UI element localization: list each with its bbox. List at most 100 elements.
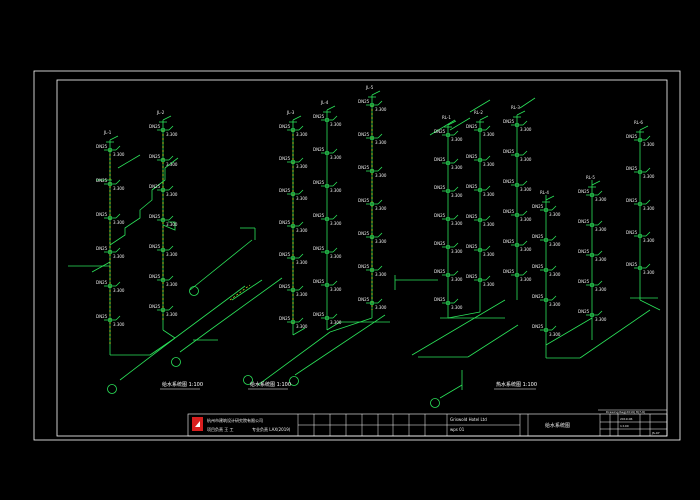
elevation-label: 3.300 xyxy=(520,217,532,222)
valve-symbol xyxy=(446,245,450,249)
valve-symbol xyxy=(446,189,450,193)
valve-symbol xyxy=(446,273,450,277)
section-marker xyxy=(189,286,199,296)
elevation-label: 3.300 xyxy=(375,107,387,112)
elevation-label: 3.300 xyxy=(330,221,342,226)
pipe-size-label: DN25 xyxy=(578,189,590,194)
valve-symbol xyxy=(590,193,594,197)
branch-elbow xyxy=(453,158,459,164)
pipe-size-label: DN25 xyxy=(578,279,590,284)
pipe-size-label: DN25 xyxy=(279,220,291,225)
pipe-size-label: DN25 xyxy=(96,144,108,149)
pipe-size-label: DN25 xyxy=(578,309,590,314)
branch-elbow xyxy=(168,155,174,161)
elevation-label: 3.300 xyxy=(483,132,495,137)
branch-elbow xyxy=(115,213,121,219)
valve-symbol xyxy=(590,283,594,287)
valve-symbol xyxy=(291,288,295,292)
elevation-label: 3.300 xyxy=(330,320,342,325)
riser-label: JL-5 xyxy=(365,85,374,90)
valve-symbol xyxy=(325,118,329,122)
valve-symbol xyxy=(370,301,374,305)
elevation-label: 3.300 xyxy=(483,282,495,287)
pipe-size-label: DN25 xyxy=(532,234,544,239)
pipe-size-label: DN25 xyxy=(466,244,478,249)
pipe-size-label: DN25 xyxy=(358,297,370,302)
elevation-label: 3.300 xyxy=(296,260,308,265)
valve-symbol xyxy=(108,250,112,254)
valve-symbol xyxy=(446,161,450,165)
elevation-label: 3.300 xyxy=(330,188,342,193)
pipe-size-label: DN25 xyxy=(503,179,515,184)
branch-elbow xyxy=(485,155,491,161)
valve-symbol xyxy=(370,235,374,239)
valve-symbol xyxy=(638,234,642,238)
valve-symbol xyxy=(291,320,295,324)
valve-symbol xyxy=(161,248,165,252)
pipe-size-label: DN25 xyxy=(532,294,544,299)
branch-elbow xyxy=(115,145,121,151)
valve-symbol xyxy=(515,213,519,217)
branch-elbow xyxy=(597,250,603,256)
elevation-label: 3.300 xyxy=(375,272,387,277)
valve-symbol xyxy=(161,158,165,162)
branch-elbow xyxy=(597,280,603,286)
hotel-name: Griswold Hotel Ltd xyxy=(450,417,487,422)
section-markers xyxy=(107,286,440,408)
branch-elbow xyxy=(485,215,491,221)
branch-elbow xyxy=(168,245,174,251)
valve-symbol xyxy=(638,138,642,142)
elevation-label: 3.300 xyxy=(113,186,125,191)
valve-symbol xyxy=(544,268,548,272)
pipe-size-label: DN25 xyxy=(313,114,325,119)
elevation-label: 3.300 xyxy=(643,142,655,147)
valve-symbol xyxy=(291,256,295,260)
title-block: 杭州市建筑设计研究院有限公司 项目负责 王 工 专业负责 LAX(2019) G… xyxy=(187,409,668,437)
section-marker xyxy=(289,376,299,386)
branch-elbow xyxy=(645,199,651,205)
valve-symbol xyxy=(544,208,548,212)
pipe-size-label: DN25 xyxy=(532,204,544,209)
valve-symbol xyxy=(161,128,165,132)
elevation-label: 3.300 xyxy=(166,312,178,317)
riser-label: RL-6 xyxy=(634,120,643,125)
pipe-size-label: DN25 xyxy=(434,241,446,246)
branch-elbow xyxy=(332,280,338,286)
valve-symbol xyxy=(478,278,482,282)
branch-elbow xyxy=(332,247,338,253)
riser-top-vent xyxy=(639,125,649,131)
branch-elbow xyxy=(485,245,491,251)
branch-elbow xyxy=(168,305,174,311)
branch-elbow xyxy=(298,221,304,227)
valve-symbol xyxy=(370,103,374,107)
riser-label: JL-2 xyxy=(156,110,165,115)
pipe-size-label: DN25 xyxy=(532,324,544,329)
pipe-size-label: DN25 xyxy=(149,274,161,279)
valve-symbol xyxy=(370,268,374,272)
branch-elbow xyxy=(298,157,304,163)
branch-elbow xyxy=(551,295,557,301)
riser-label: RL-1 xyxy=(442,115,451,120)
pipe-size-label: DN25 xyxy=(626,230,638,235)
branch-elbow xyxy=(597,190,603,196)
elevation-label: 3.300 xyxy=(549,242,561,247)
pipe-size-label: DN25 xyxy=(96,280,108,285)
valve-symbol xyxy=(370,169,374,173)
pipe-size-label: DN25 xyxy=(434,129,446,134)
branch-elbow xyxy=(453,130,459,136)
riser-top-vent xyxy=(162,115,172,121)
elevation-label: 3.300 xyxy=(330,254,342,259)
valve-symbol xyxy=(370,136,374,140)
elevation-label: 3.300 xyxy=(451,277,463,282)
elevation-label: 3.300 xyxy=(375,206,387,211)
branch-elbow xyxy=(485,125,491,131)
caption-right: 热水系统图 1:100 xyxy=(496,381,537,388)
valve-symbol xyxy=(325,316,329,320)
elevation-label: 3.300 xyxy=(451,165,463,170)
valve-symbol xyxy=(544,298,548,302)
valve-symbol xyxy=(544,328,548,332)
elevation-label: 3.300 xyxy=(113,288,125,293)
branch-elbow xyxy=(522,120,528,126)
